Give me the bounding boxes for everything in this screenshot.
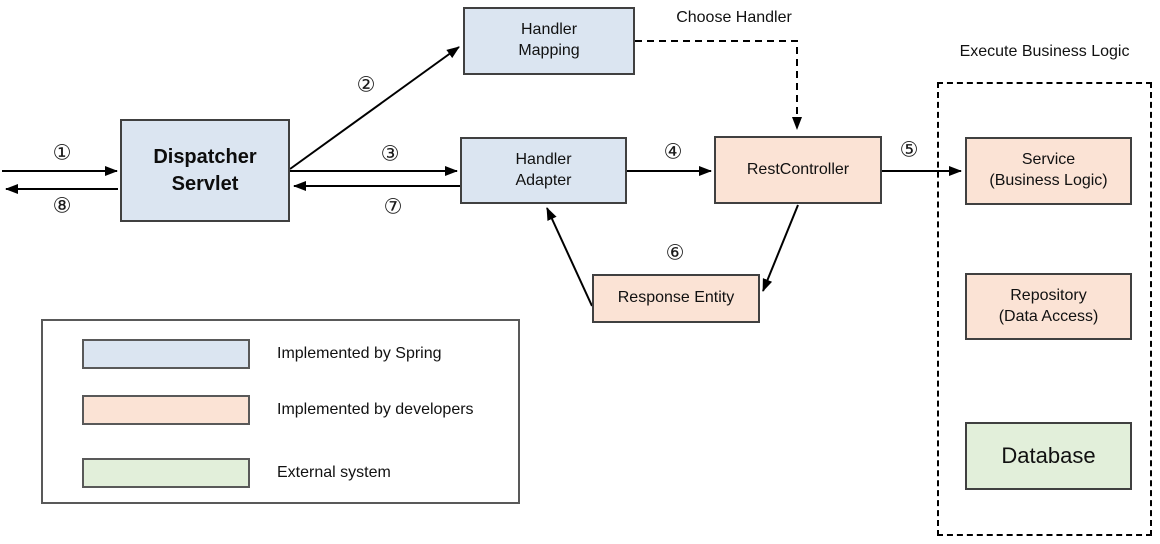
node-label: Dispatcher xyxy=(153,145,257,168)
node-label: Mapping xyxy=(518,42,580,59)
arrow-step2-to-handler-mapping xyxy=(289,46,460,170)
node-service: Service (Business Logic) xyxy=(965,137,1132,205)
step-4-badge: ④ xyxy=(663,139,683,164)
step-8-badge: ⑧ xyxy=(52,193,72,218)
node-label: Handler xyxy=(515,150,572,168)
node-label: Database xyxy=(1001,442,1096,468)
node-handler-adapter: Handler Adapter xyxy=(460,137,627,204)
business-logic-container xyxy=(937,82,1152,536)
step-6-badge: ⑥ xyxy=(665,240,685,265)
legend-box: Implemented by Spring Implemented by dev… xyxy=(41,319,520,504)
node-label: RestController xyxy=(746,160,850,178)
node-database: Database xyxy=(965,422,1132,490)
node-repository: Repository (Data Access) xyxy=(965,273,1132,340)
legend-item-spring: Implemented by Spring xyxy=(43,339,518,369)
node-label: (Data Access) xyxy=(998,307,1099,325)
node-label: Handler xyxy=(520,21,578,39)
node-rest-controller: RestController xyxy=(714,136,882,204)
step-5-badge: ⑤ xyxy=(899,137,919,162)
arrow-choose-handler-dashed xyxy=(635,40,802,130)
step-3-badge: ③ xyxy=(380,141,400,166)
legend-label: Implemented by developers xyxy=(277,401,474,418)
arrow-step6-response-entity-to-adapter xyxy=(546,207,593,307)
legend-label: External system xyxy=(277,464,391,481)
step-7-badge: ⑦ xyxy=(383,194,403,219)
legend-swatch-developers xyxy=(82,395,250,425)
node-response-entity: Response Entity xyxy=(592,274,760,323)
choose-handler-label: Choose Handler xyxy=(676,9,792,26)
node-dispatcher-servlet: Dispatcher Servlet xyxy=(120,119,290,222)
node-label: Repository xyxy=(1010,286,1087,304)
legend-swatch-external xyxy=(82,458,250,488)
legend-item-external: External system xyxy=(43,458,518,488)
node-handler-mapping: Handler Mapping xyxy=(463,7,635,75)
node-label: Response Entity xyxy=(617,289,735,307)
execute-business-logic-label: Execute Business Logic xyxy=(959,43,1130,60)
node-label: Servlet xyxy=(171,172,239,195)
legend-swatch-spring xyxy=(82,339,250,369)
node-label: (Business Logic) xyxy=(989,172,1108,189)
step-1-badge: ① xyxy=(52,140,72,165)
arrow-restcontroller-to-response-entity xyxy=(762,204,799,292)
legend-item-developers: Implemented by developers xyxy=(43,395,518,425)
node-label: Service xyxy=(1021,151,1076,169)
step-2-badge: ② xyxy=(356,72,376,97)
node-label: Adapter xyxy=(515,171,572,189)
legend-label: Implemented by Spring xyxy=(277,345,442,362)
